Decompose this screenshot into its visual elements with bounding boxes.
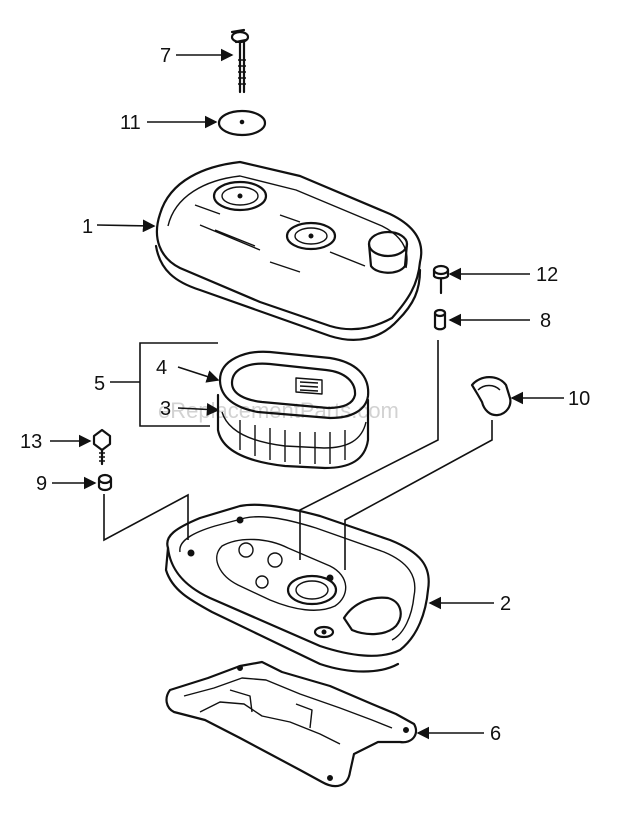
- leader-8-to-base: [299, 340, 439, 560]
- watermark: eReplacementParts.com: [158, 398, 399, 423]
- callout-4: 4: [156, 357, 167, 379]
- callout-7: 7: [160, 45, 171, 67]
- callout-1: 1: [82, 216, 93, 238]
- leader-9-to-base: [103, 493, 189, 542]
- callout-11: 11: [120, 112, 141, 134]
- callout-5: 5: [94, 373, 105, 395]
- part-6-plate: [165, 660, 418, 788]
- part-3-inner-filter: [216, 393, 370, 470]
- bracket-5: [139, 342, 218, 427]
- callout-6: 6: [490, 723, 501, 745]
- callout-3: 3: [160, 398, 171, 420]
- callout-13: 13: [20, 431, 42, 453]
- callout-12: 12: [536, 264, 558, 286]
- callout-10: 10: [568, 388, 590, 410]
- part-2-base: [164, 503, 430, 673]
- part-7-wing-bolt: [230, 28, 250, 94]
- part-8-collar: [433, 308, 447, 331]
- part-10-elbow-hose: [470, 376, 512, 417]
- leader-lines: [50, 48, 564, 740]
- part-12-screw: [432, 264, 450, 295]
- callout-2: 2: [500, 593, 511, 615]
- leader-10-to-base: [344, 420, 493, 570]
- callout-9: 9: [36, 473, 47, 495]
- callout-8: 8: [540, 310, 551, 332]
- part-4-filter-element: [218, 350, 370, 420]
- part-1-cover: [154, 160, 423, 341]
- part-9-nut: [97, 473, 113, 492]
- part-11-washer: [217, 109, 267, 137]
- part-13-bolt: [92, 428, 112, 466]
